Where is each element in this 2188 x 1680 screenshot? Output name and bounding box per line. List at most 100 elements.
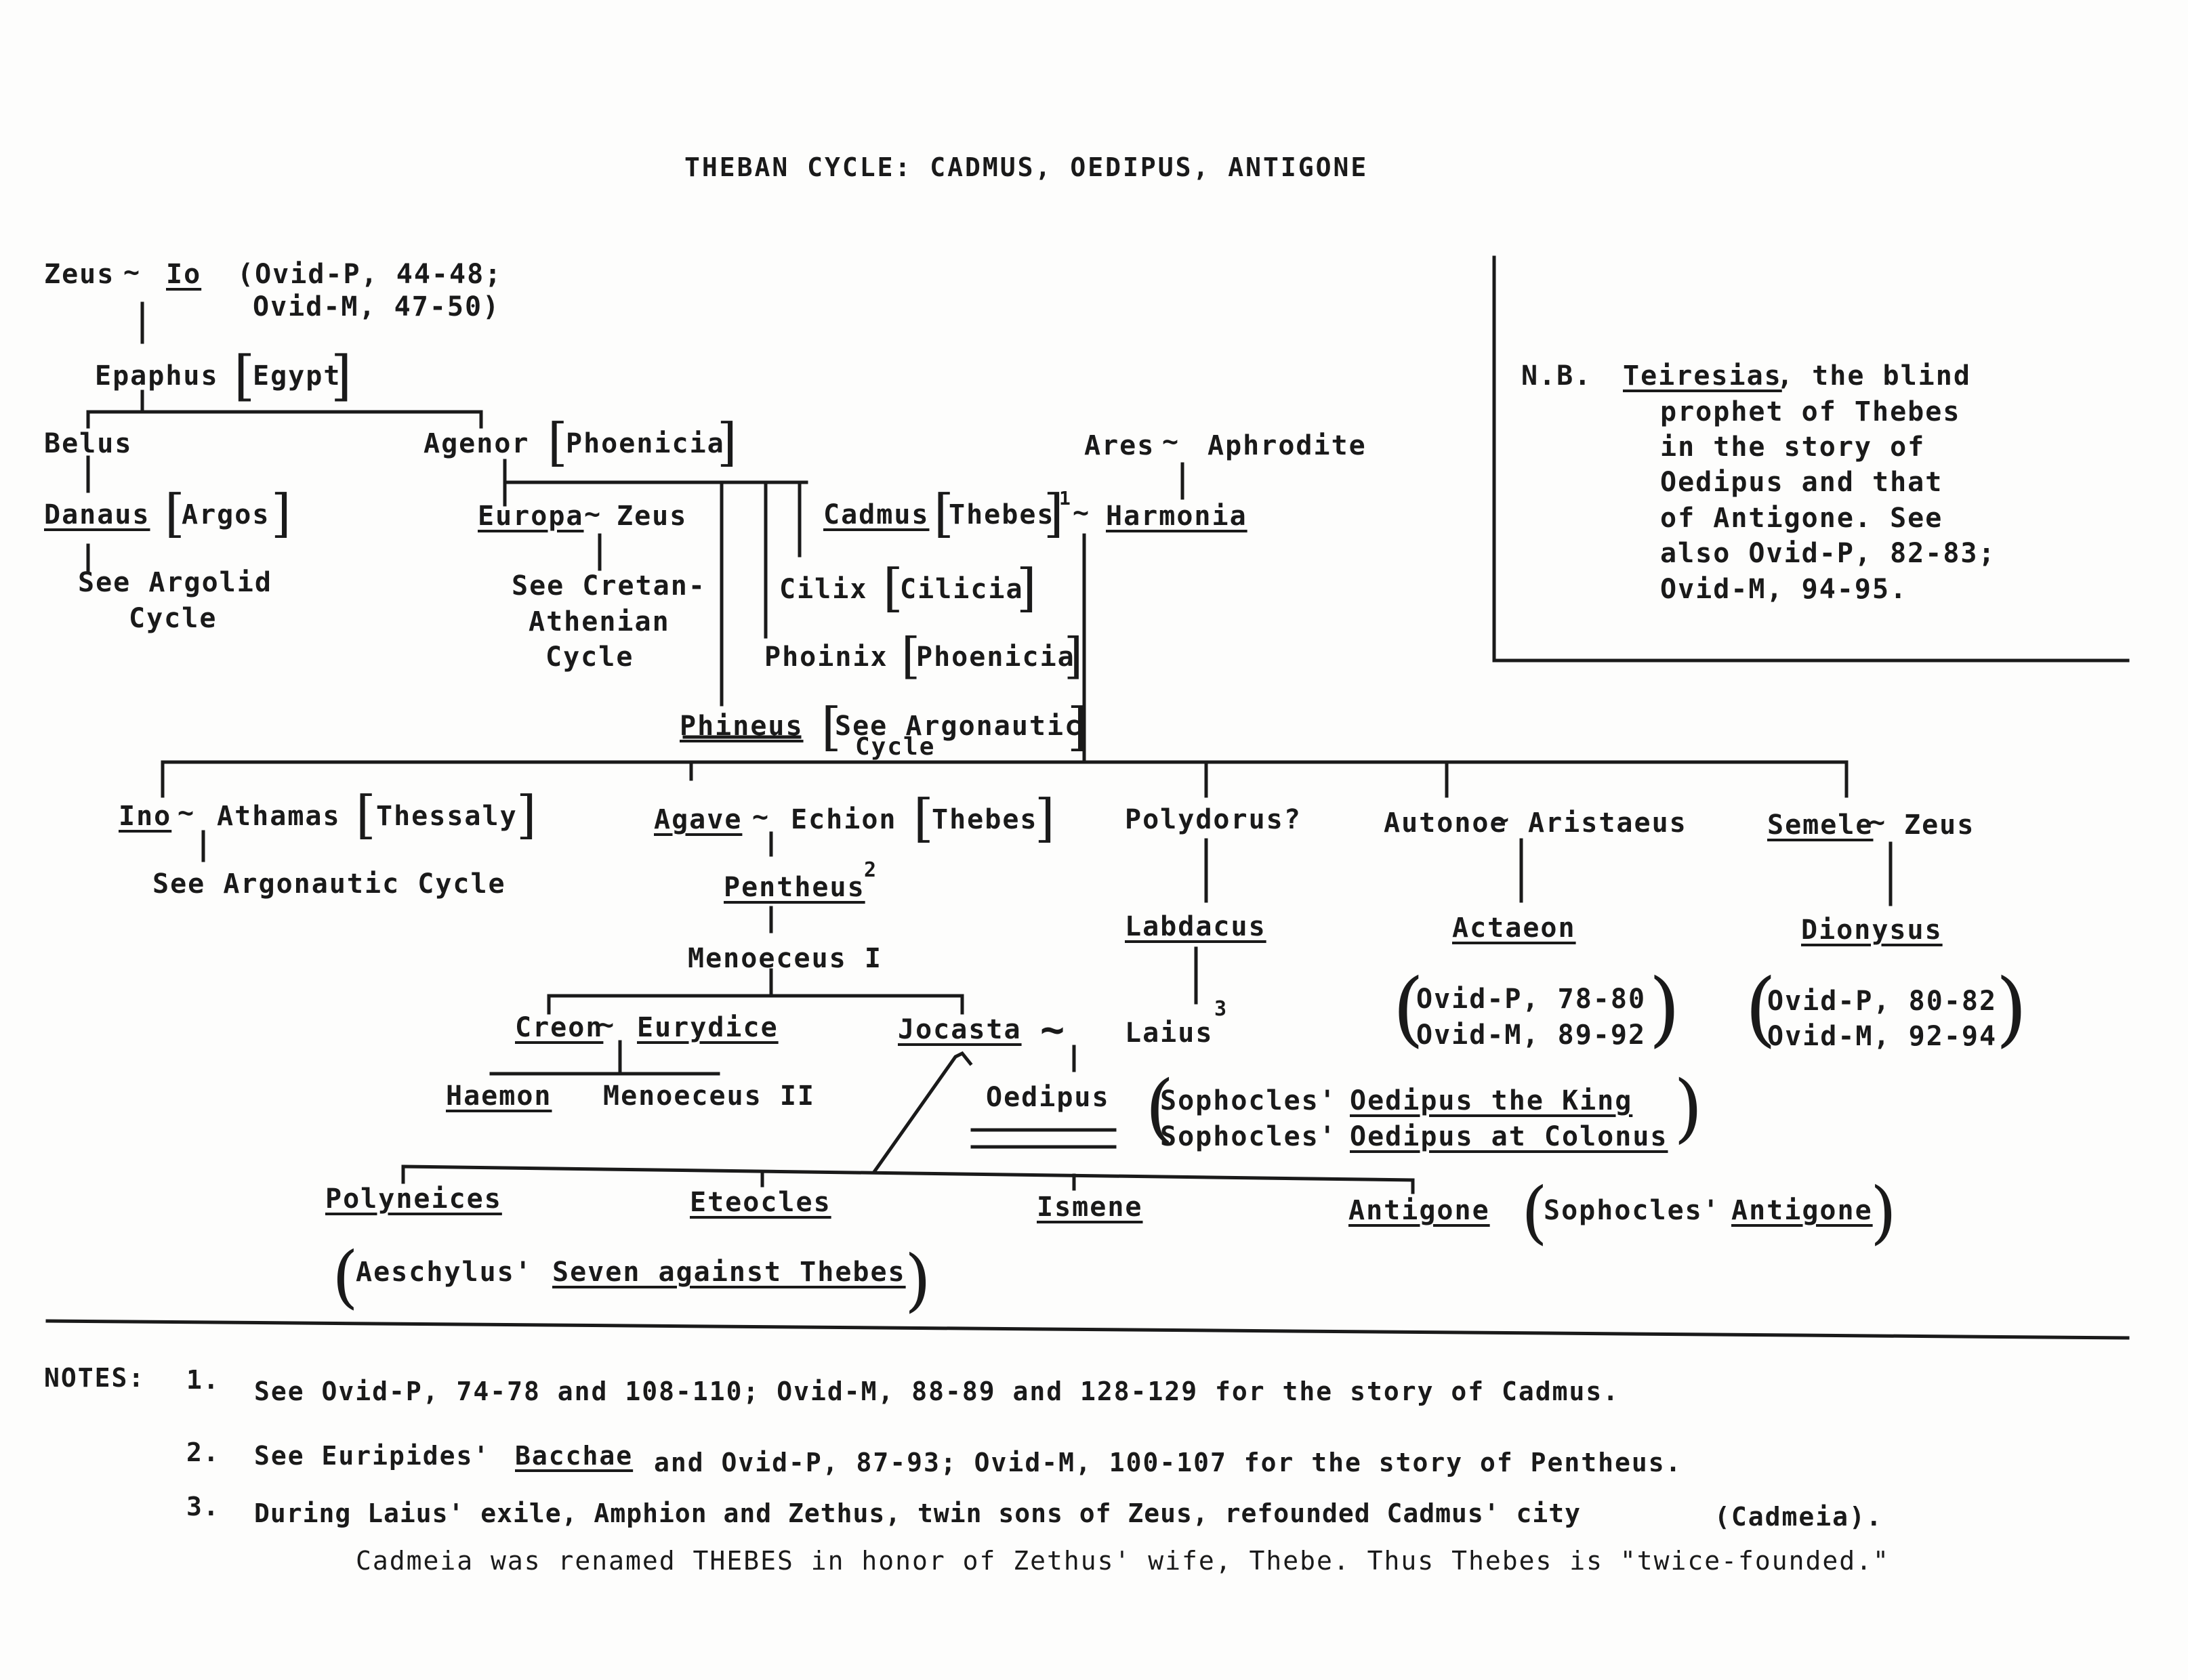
nb-label: N.B. xyxy=(1521,360,1592,392)
node-eteocles: Eteocles xyxy=(690,1187,831,1218)
paren-right: ) xyxy=(905,1240,932,1320)
node-io: Io xyxy=(166,259,202,290)
node-pentheus: Pentheus xyxy=(724,872,865,903)
note-3-number: 3. xyxy=(186,1492,220,1521)
nb-text-7: Ovid-M, 94-95. xyxy=(1660,574,1908,605)
sophocles-author-1: Sophocles' xyxy=(1160,1085,1337,1116)
node-menoeceus-2: Menoeceus II xyxy=(603,1080,815,1112)
see-argolid-cycle: See Argolid xyxy=(78,567,272,598)
node-ares: Ares xyxy=(1084,430,1155,461)
note-2-text-post: and Ovid-P, 87-93; Ovid-M, 100-107 for t… xyxy=(654,1448,1683,1477)
see-argonautic-cycle-ref-2: Cycle xyxy=(855,733,936,761)
bracket-right: ] xyxy=(1067,696,1088,757)
node-ino: Ino xyxy=(119,801,172,832)
nb-text-5: of Antigone. See xyxy=(1660,503,1943,534)
node-labdacus: Labdacus xyxy=(1125,911,1266,942)
bracket-left: [ xyxy=(356,784,376,845)
see-cretan-athenian-cycle-2: Athenian xyxy=(529,606,670,637)
paren-left: ( xyxy=(1521,1173,1548,1252)
node-oedipus: Oedipus xyxy=(986,1082,1110,1113)
place-phoenicia: Phoenicia xyxy=(566,428,725,459)
paren-right: ) xyxy=(1674,1064,1703,1151)
note-3-text-2: Cadmeia was renamed THEBES in honor of Z… xyxy=(356,1546,1890,1576)
place-argos: Argos xyxy=(182,499,270,530)
io-reference-1: (Ovid-P, 44-48; xyxy=(237,259,503,290)
mating-symbol: ~ xyxy=(584,499,602,530)
work-seven-against-thebes: Seven against Thebes xyxy=(552,1257,906,1288)
footnote-1-marker: 1 xyxy=(1059,487,1072,509)
paren-left: ( xyxy=(332,1237,359,1316)
bracket-right: ] xyxy=(1044,483,1064,543)
node-polydorus: Polydorus? xyxy=(1125,804,1302,835)
nb-text-3: in the story of xyxy=(1660,432,1926,463)
node-laius: Laius xyxy=(1125,1017,1214,1049)
mating-symbol: ~ xyxy=(598,1009,616,1041)
dionysus-ref-1: Ovid-P, 80-82 xyxy=(1767,986,1998,1017)
paren-right: ) xyxy=(1649,962,1680,1056)
io-reference-2: Ovid-M, 47-50) xyxy=(253,291,501,322)
footnote-2-marker: 2 xyxy=(864,858,878,882)
note-2-text-pre: See Euripides' xyxy=(254,1441,491,1471)
bracket-left: [ xyxy=(934,483,954,543)
paren-right: ) xyxy=(1996,962,2027,1056)
node-zeus: Zeus xyxy=(44,259,115,290)
node-dionysus: Dionysus xyxy=(1801,915,1943,946)
bracket-right: ] xyxy=(516,784,537,845)
see-cretan-athenian-cycle: See Cretan- xyxy=(512,570,706,602)
node-zeus-3: Zeus xyxy=(1904,810,1975,841)
see-argolid-cycle-2: Cycle xyxy=(129,603,218,634)
bracket-right: ] xyxy=(331,344,352,407)
note-2-number: 2. xyxy=(186,1437,220,1467)
dionysus-ref-2: Ovid-M, 92-94 xyxy=(1767,1021,1998,1052)
node-phineus: Phineus xyxy=(680,711,804,742)
node-agenor: Agenor xyxy=(424,428,530,459)
node-cadmus: Cadmus xyxy=(823,499,930,530)
node-semele: Semele xyxy=(1767,810,1874,841)
node-polyneices: Polyneices xyxy=(325,1183,502,1215)
bracket-left: [ xyxy=(234,344,255,407)
bracket-left: [ xyxy=(821,696,842,757)
actaeon-ref-1: Ovid-P, 78-80 xyxy=(1416,984,1647,1015)
node-agave: Agave xyxy=(654,804,743,835)
see-argonautic-cycle: See Argonautic Cycle xyxy=(152,868,506,900)
actaeon-ref-2: Ovid-M, 89-92 xyxy=(1416,1020,1647,1051)
bracket-left: [ xyxy=(165,483,185,543)
page-title: THEBAN CYCLE: CADMUS, OEDIPUS, ANTIGONE xyxy=(684,152,1369,182)
nb-text-2: prophet of Thebes xyxy=(1660,396,1961,427)
node-belus: Belus xyxy=(44,428,133,459)
node-jocasta: Jocasta xyxy=(898,1014,1022,1045)
place-phoenicia-2: Phoenicia xyxy=(916,642,1075,673)
node-autonoe: Autonoe xyxy=(1384,807,1508,839)
paren-left: ( xyxy=(1145,1064,1174,1151)
paren-left: ( xyxy=(1745,962,1777,1056)
mating-symbol: ~ xyxy=(1493,804,1511,835)
bracket-left: [ xyxy=(913,788,934,848)
node-creon: Creon xyxy=(515,1012,604,1043)
mating-symbol: ~ xyxy=(752,801,770,833)
work-oedipus-at-colonus: Oedipus at Colonus xyxy=(1350,1121,1668,1152)
sophocles-author-3: Sophocles' xyxy=(1544,1195,1720,1226)
mating-symbol: ~ xyxy=(123,257,142,288)
bracket-right: ] xyxy=(717,412,737,472)
nb-text-4: Oedipus and that xyxy=(1660,467,1943,498)
bracket-right: ] xyxy=(1035,788,1055,848)
mating-symbol: ~ xyxy=(178,797,196,828)
node-antigone: Antigone xyxy=(1348,1195,1490,1226)
footnote-3-marker: 3 xyxy=(1214,997,1229,1021)
mating-symbol: ~ xyxy=(1162,426,1180,457)
node-epaphus: Epaphus xyxy=(95,360,219,392)
see-argonautic-cycle-ref: See Argonautic xyxy=(835,711,1083,742)
note-1-text: See Ovid-P, 74-78 and 108-110; Ovid-M, 8… xyxy=(254,1377,1620,1406)
place-cilicia: Cilicia xyxy=(900,574,1024,605)
place-thebes-2: Thebes xyxy=(932,804,1038,835)
aeschylus-author: Aeschylus' xyxy=(356,1257,533,1288)
place-egypt: Egypt xyxy=(253,360,342,392)
node-echion: Echion xyxy=(791,804,897,835)
node-cilix: Cilix xyxy=(779,574,868,605)
mating-symbol: ~ xyxy=(1040,1006,1067,1053)
bracket-right: ] xyxy=(1064,627,1083,684)
node-menoeceus-1: Menoeceus I xyxy=(688,943,882,974)
node-danaus: Danaus xyxy=(44,499,150,530)
